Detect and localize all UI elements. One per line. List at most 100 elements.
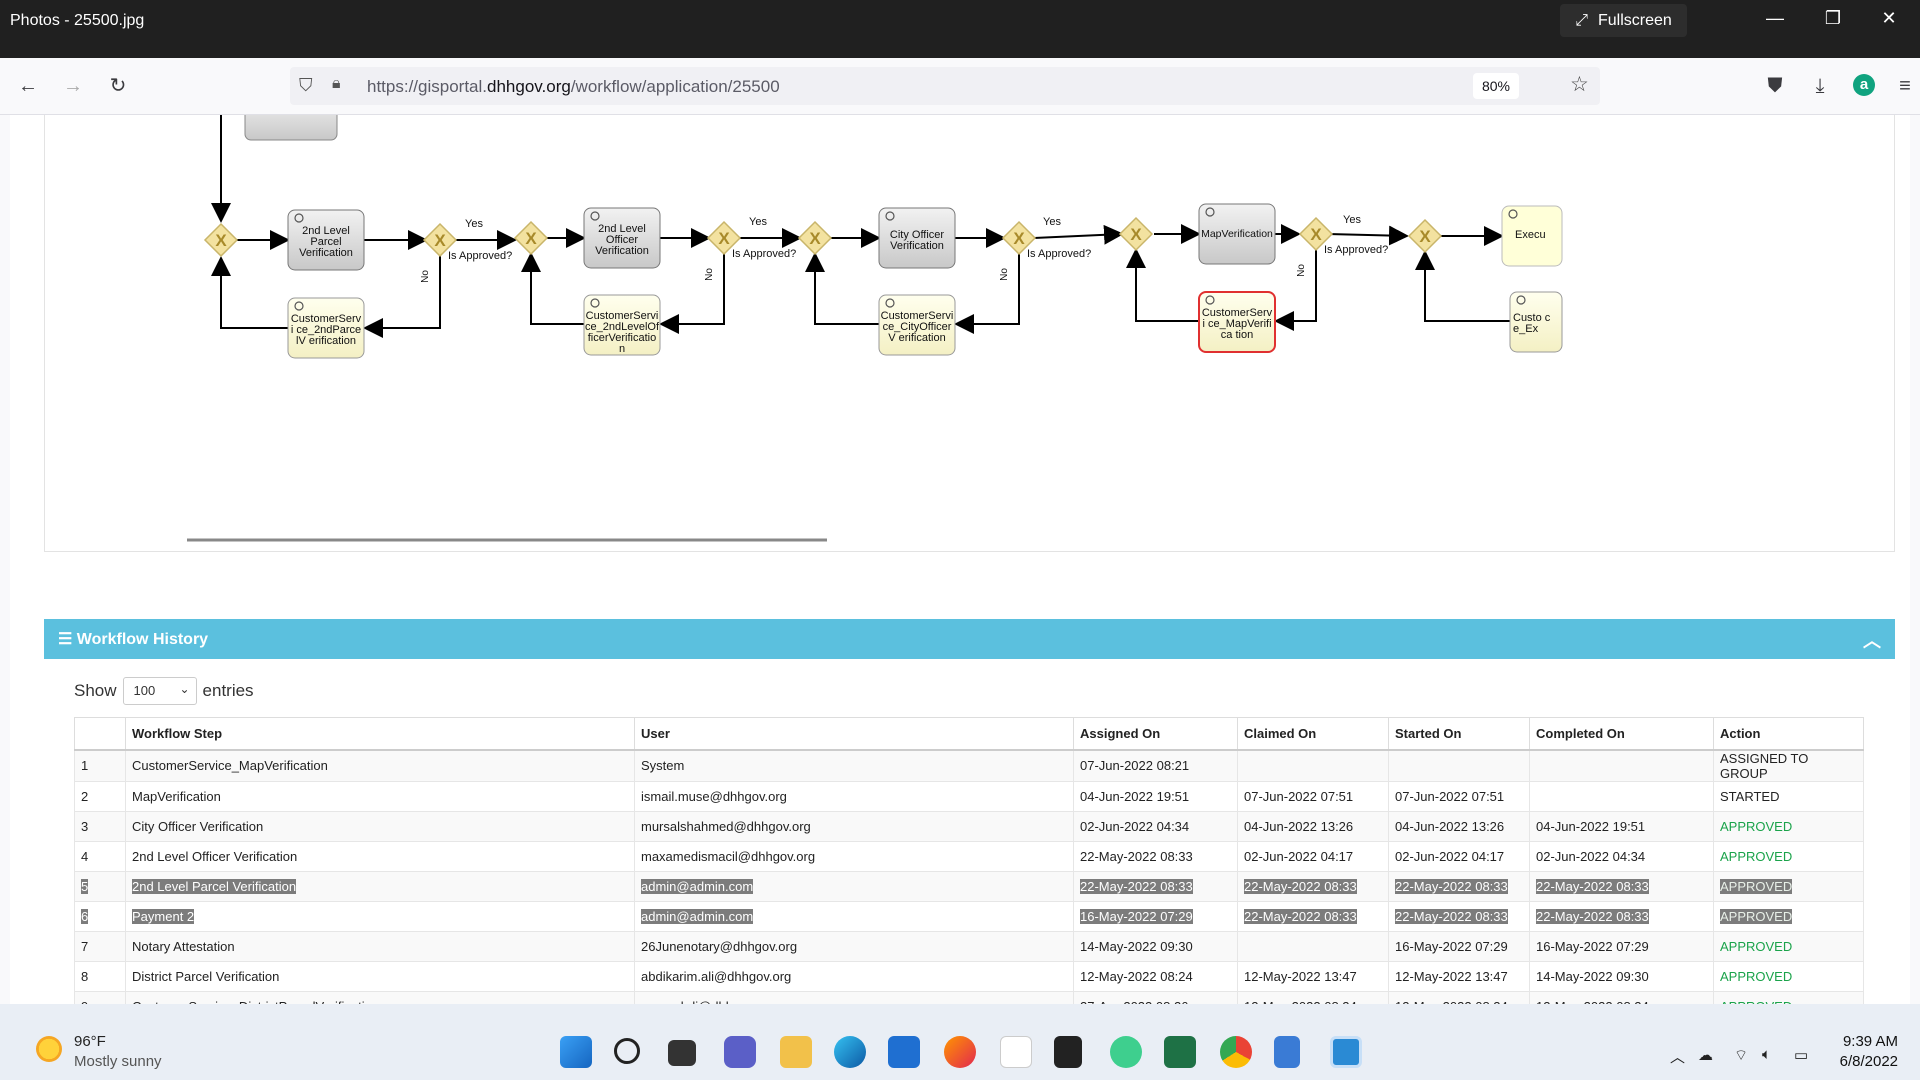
task-label[interactable]: MapVerification <box>1201 228 1273 240</box>
url-text[interactable]: https://gisportal.dhhgov.org/workflow/ap… <box>367 77 780 96</box>
sun-icon[interactable] <box>36 1036 62 1062</box>
task-cs-map-verification <box>1198 291 1276 353</box>
lock-icon[interactable]: 🔒︎ <box>332 75 341 92</box>
edge-label-no: No <box>703 268 715 281</box>
column-header[interactable]: User <box>634 717 1074 751</box>
cell-text: 04-Jun-2022 13:26 <box>1244 818 1354 834</box>
edge-label-approved: Is Approved? <box>1027 248 1092 260</box>
wifi-icon[interactable]: ⌔ <box>1734 1047 1749 1064</box>
task-label[interactable]: Execu <box>1515 229 1546 241</box>
chevron-up-icon[interactable]: ︿ <box>1670 1049 1686 1066</box>
fullscreen-label: Fullscreen <box>1598 11 1672 29</box>
clock[interactable]: 9:39 AM 6/8/2022 <box>1840 1032 1898 1072</box>
edge-icon[interactable] <box>834 1036 866 1068</box>
dropbox-icon[interactable] <box>1054 1036 1082 1068</box>
start-icon[interactable] <box>560 1036 592 1068</box>
workflow-history-header[interactable]: ☰ Workflow History ︿ <box>44 619 1895 659</box>
download-icon[interactable]: ⤓ <box>1815 75 1825 97</box>
task-city-officer <box>878 207 956 269</box>
task-label[interactable]: CustomerServi ce_MapVerifica tion <box>1201 307 1273 341</box>
gateway-group: X X X X X X X X X <box>203 216 1443 258</box>
column-header[interactable]: Completed On <box>1529 717 1714 751</box>
table-cell-claimed: 12-May-2022 08:24 <box>1237 990 1389 1004</box>
task-2nd-level-officer <box>583 207 661 269</box>
forward-icon[interactable]: → <box>63 75 83 97</box>
task-cs-2nd-parcel <box>287 297 365 359</box>
task-label[interactable]: CustomerServi ce_2ndParcelV erification <box>290 313 362 347</box>
page-size-select[interactable]: 100 ⌄ <box>122 677 197 705</box>
volume-icon[interactable]: 🔈︎ <box>1762 1046 1772 1063</box>
fullscreen-button[interactable]: ⤢ Fullscreen <box>1560 4 1687 37</box>
task-execu <box>1501 205 1563 267</box>
cell-text: 14-May-2022 09:30 <box>1536 968 1649 984</box>
extension-icon[interactable]: a <box>1853 74 1875 96</box>
table-cell-assigned: 22-May-2022 08:33 <box>1073 870 1238 902</box>
search-icon[interactable] <box>614 1038 640 1064</box>
task-label[interactable]: City Officer Verification <box>889 229 945 252</box>
cloud-icon[interactable]: ☁ <box>1698 1047 1713 1064</box>
amazon-icon[interactable] <box>1000 1036 1032 1068</box>
web-page: X X X X X X X X X <box>10 115 1910 1004</box>
task-view-icon[interactable] <box>668 1040 696 1066</box>
table-cell-completed: 14-May-2022 09:30 <box>1529 960 1714 992</box>
photos-icon[interactable] <box>1330 1036 1362 1068</box>
diagram-svg: X X X X X X X X X <box>187 115 1563 542</box>
star-icon[interactable]: ☆ <box>1570 73 1589 96</box>
close-icon[interactable]: ✕ <box>1881 8 1897 28</box>
table-cell-claimed: 02-Jun-2022 04:17 <box>1237 840 1389 872</box>
cell-text: omar.abdi@dhhgov.org <box>641 999 775 1005</box>
file-explorer-icon[interactable] <box>780 1036 812 1068</box>
table-cell-completed <box>1529 749 1714 782</box>
column-header[interactable]: Claimed On <box>1237 717 1389 751</box>
cell-text: 22-May-2022 08:33 <box>1395 878 1508 894</box>
teams-icon[interactable] <box>724 1036 756 1068</box>
table-cell-action: STARTED <box>1713 780 1864 812</box>
menu-icon[interactable]: ≡ <box>1899 75 1911 97</box>
column-header[interactable]: Action <box>1713 717 1864 751</box>
task-label[interactable]: 2nd Level Parcel Verification <box>299 225 353 259</box>
task-label[interactable]: Custo ce_Ex <box>1513 312 1551 335</box>
firefox-icon[interactable] <box>944 1036 976 1068</box>
table-cell-n: 2 <box>74 780 126 812</box>
notepad-icon[interactable] <box>1274 1036 1300 1068</box>
cell-text: 2nd Level Parcel Verification <box>132 878 297 894</box>
column-header[interactable]: Assigned On <box>1073 717 1238 751</box>
chevron-up-icon[interactable]: ︿ <box>1863 631 1881 651</box>
address-bar[interactable]: ⛉ 🔒︎ https://gisportal.dhhgov.org/workfl… <box>290 67 1600 105</box>
zoom-level[interactable]: 80% <box>1473 73 1519 99</box>
restore-icon[interactable]: ❐ <box>1824 8 1842 28</box>
reload-icon[interactable]: ↻ <box>109 75 127 97</box>
page-size-control: Show 100 ⌄ entries <box>74 677 254 705</box>
column-header[interactable]: Started On <box>1388 717 1530 751</box>
column-header[interactable] <box>74 717 126 751</box>
task-label[interactable]: CustomerServi ce_2ndLevelOf ficerVerific… <box>585 310 659 355</box>
battery-icon[interactable]: ▭ <box>1794 1047 1809 1064</box>
shield-icon[interactable]: ⛉ <box>299 75 313 95</box>
svg-text:X: X <box>215 231 227 250</box>
task-label[interactable]: 2nd Level Officer Verification <box>595 223 649 257</box>
window-titlebar: Photos - 25500.jpg ⤢ Fullscreen — ❐ ✕ <box>0 0 1920 58</box>
column-header[interactable]: Workflow Step <box>125 717 635 751</box>
table-cell-assigned: 02-Jun-2022 04:34 <box>1073 810 1238 842</box>
back-icon[interactable]: ← <box>18 75 38 97</box>
table-row[interactable]: 9CustomerService_DistrictParcelVerificat… <box>74 990 1864 1005</box>
store-icon[interactable] <box>888 1036 920 1068</box>
chrome-icon[interactable] <box>1220 1036 1252 1068</box>
mail-icon[interactable] <box>1110 1036 1142 1068</box>
excel-icon[interactable] <box>1164 1036 1196 1068</box>
pocket-icon[interactable]: ⛊ <box>1767 75 1783 97</box>
task-label[interactable]: CustomerServi ce_CityOfficerV erificatio… <box>880 310 954 344</box>
table-cell-action: APPROVED <box>1713 840 1864 872</box>
table-cell-assigned: 07-Jun-2022 08:21 <box>1073 749 1238 782</box>
weather-widget[interactable]: 96°F Mostly sunny <box>74 1032 162 1072</box>
cell-text: Notary Attestation <box>132 938 235 954</box>
minimize-icon[interactable]: — <box>1766 8 1784 28</box>
